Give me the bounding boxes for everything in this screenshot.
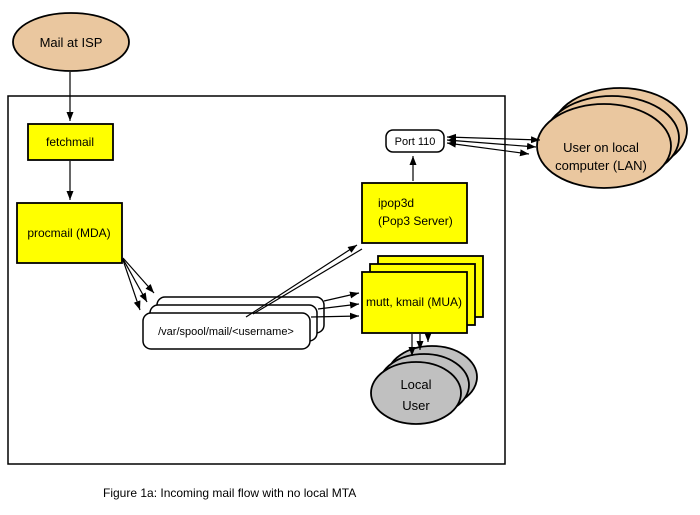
ipop3d-box xyxy=(361,182,468,244)
arrow-procmail-to-spool-3 xyxy=(122,259,141,311)
arrow-spool-to-mua-2 xyxy=(317,301,360,310)
local-user-ellipse-front xyxy=(370,361,462,425)
node-mail-spool: /var/spool/mail/<username> xyxy=(142,296,325,350)
arrow-port110-lan-1 xyxy=(446,133,541,144)
port-110-box xyxy=(385,129,445,153)
figure-caption: Figure 1a: Incoming mail flow with no lo… xyxy=(103,486,356,500)
node-mail-at-isp: Mail at ISP xyxy=(12,12,130,72)
port-110-label: Port 110 xyxy=(395,136,436,148)
node-ipop3d: ipop3d (Pop3 Server) xyxy=(361,182,468,244)
connectors xyxy=(66,72,541,356)
ipop3d-label-line2: (Pop3 Server) xyxy=(378,214,453,228)
arrow-port110-lan-3 xyxy=(446,140,530,157)
arrow-spool-to-mua-1 xyxy=(323,291,360,302)
node-port-110: Port 110 xyxy=(385,129,445,153)
procmail-label: procmail (MDA) xyxy=(27,226,110,240)
system-boundary-box xyxy=(7,95,506,465)
node-procmail: procmail (MDA) xyxy=(16,202,123,264)
local-user-label-line2: User xyxy=(402,398,430,413)
local-user-label-line1: Local xyxy=(400,377,431,392)
node-lan-user: User on local computer (LAN) xyxy=(536,87,688,189)
fetchmail-label: fetchmail xyxy=(46,135,94,149)
arrow-spool-to-mua-3 xyxy=(310,312,360,320)
mail-spool-box-front xyxy=(142,312,311,350)
fetchmail-box xyxy=(27,123,114,161)
lan-user-ellipse-front xyxy=(536,103,672,189)
mail-spool-label: /var/spool/mail/<username> xyxy=(158,326,294,338)
arrow-procmail-to-spool-2 xyxy=(122,258,148,303)
ipop3d-label-line1: ipop3d xyxy=(378,196,414,210)
arrow-procmail-to-spool-1 xyxy=(122,257,155,294)
arrow-spool-to-ipop3d-1 xyxy=(245,244,358,318)
node-local-user: Local User xyxy=(370,345,478,425)
lan-user-label-line2: computer (LAN) xyxy=(555,158,647,173)
mail-at-isp-ellipse xyxy=(12,12,130,72)
mail-at-isp-label: Mail at ISP xyxy=(40,35,103,50)
procmail-box xyxy=(16,202,123,264)
arrow-port110-lan-2 xyxy=(446,137,537,150)
mua-box-front xyxy=(361,271,468,334)
mua-label: mutt, kmail (MUA) xyxy=(366,295,462,309)
node-mua: mutt, kmail (MUA) xyxy=(361,255,484,334)
arrow-spool-to-ipop3d-2 xyxy=(252,248,363,315)
node-fetchmail: fetchmail xyxy=(27,123,114,161)
lan-user-label-line1: User on local xyxy=(563,140,639,155)
